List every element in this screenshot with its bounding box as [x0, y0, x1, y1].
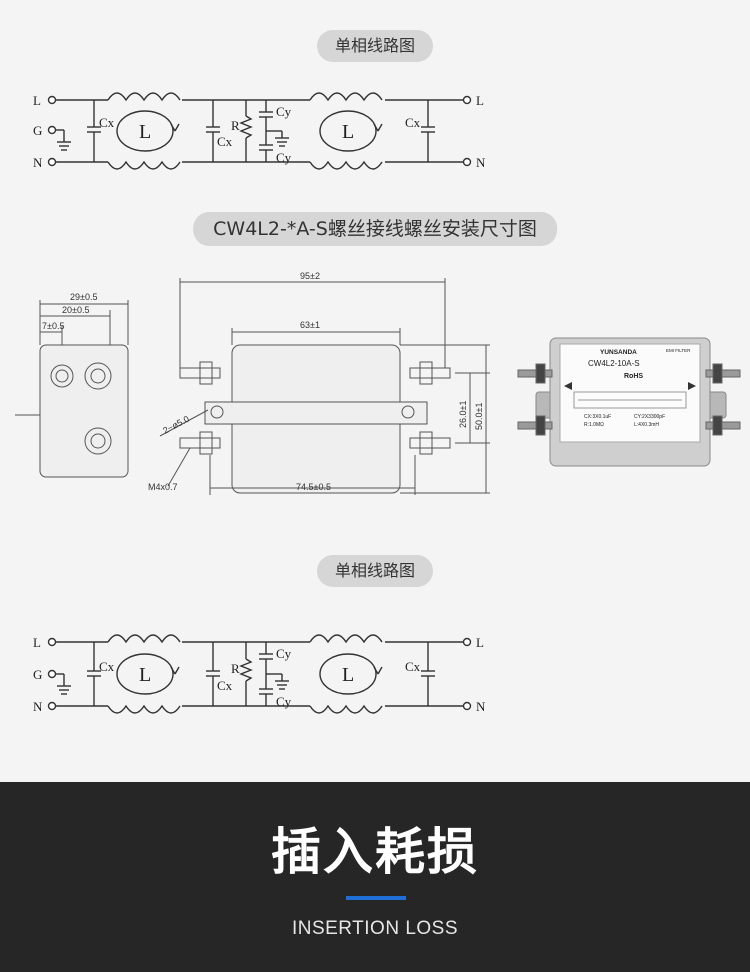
inductor-label: L: [342, 664, 354, 686]
cx-label: Cx: [405, 115, 421, 130]
product-emc: EMI FILTER: [666, 348, 691, 353]
product-brand: YUNSANDA: [600, 349, 637, 356]
terminal-label-g: G: [33, 667, 42, 682]
dim-hole: 2−ø5.0: [161, 414, 191, 436]
dim-50: 50.0±1: [474, 403, 484, 430]
dim-74-5: 74.5±0.5: [296, 482, 331, 492]
product-photo: YUNSANDA EMI FILTER CW4L2-10A-S RoHS CX:…: [516, 330, 742, 480]
inductor-label: L: [139, 121, 151, 143]
section-title-1: 单相线路图: [316, 30, 434, 62]
terminal-label-l-right: L: [476, 635, 484, 650]
inductor-label: L: [342, 121, 354, 143]
terminal-label-g: G: [33, 123, 42, 138]
cx-label: Cx: [217, 134, 233, 149]
inductor-label: L: [139, 664, 151, 686]
cx-label: Cx: [405, 659, 421, 674]
product-model: CW4L2-10A-S: [588, 359, 640, 368]
cy-label: Cy: [276, 104, 292, 119]
resistor-label: R: [231, 661, 240, 676]
cx-label: Cx: [99, 115, 115, 130]
terminal-label-n-left: N: [33, 155, 43, 170]
dim-20: 20±0.5: [62, 305, 89, 315]
product-spec-cy: CY:2X3300pF: [634, 414, 665, 420]
terminal-label-l-right: L: [476, 93, 484, 108]
terminal-label-l-left: L: [33, 635, 41, 650]
section-title-3: 单相线路图: [316, 555, 434, 587]
circuit-diagram-2: L G N L N Cx Cx R Cy Cy Cx L L: [33, 634, 486, 714]
dim-95: 95±2: [300, 271, 320, 281]
circuit-diagram-1: L G N L N Cx Cx R Cy Cy Cx L L: [33, 92, 486, 170]
product-spec-l: L:4X0.3mH: [634, 422, 659, 428]
product-spec-r: R:1.0MΩ: [584, 422, 604, 428]
cx-label: Cx: [99, 659, 115, 674]
product-rohs: RoHS: [624, 373, 643, 380]
dim-26: 26.0±1: [458, 401, 468, 428]
cy-label: Cy: [276, 150, 292, 165]
dimension-drawing: 29±0.5 20±0.5 7±0.5 95±2 63±1 74.5±0.5 2…: [15, 271, 490, 495]
cy-label: Cy: [276, 694, 292, 709]
cx-label: Cx: [217, 678, 233, 693]
footer-title-en: INSERTION LOSS: [291, 918, 459, 939]
cy-label: Cy: [276, 646, 292, 661]
section-title-2: CW4L2-*A-S螺丝接线螺丝安装尺寸图: [193, 212, 557, 246]
product-spec-cx: CX:3X0.1uF: [584, 414, 611, 420]
dim-screw: M4x0.7: [148, 482, 178, 492]
dim-29: 29±0.5: [70, 292, 97, 302]
footer-accent-line: [346, 896, 406, 900]
terminal-label-l-left: L: [33, 93, 41, 108]
terminal-label-n-right: N: [476, 699, 486, 714]
dim-7: 7±0.5: [42, 321, 64, 331]
footer-banner: [0, 782, 750, 972]
footer-title-cn: 插入耗损: [271, 823, 479, 881]
terminal-label-n-right: N: [476, 155, 486, 170]
resistor-label: R: [231, 118, 240, 133]
dim-63: 63±1: [300, 320, 320, 330]
terminal-label-n-left: N: [33, 699, 43, 714]
